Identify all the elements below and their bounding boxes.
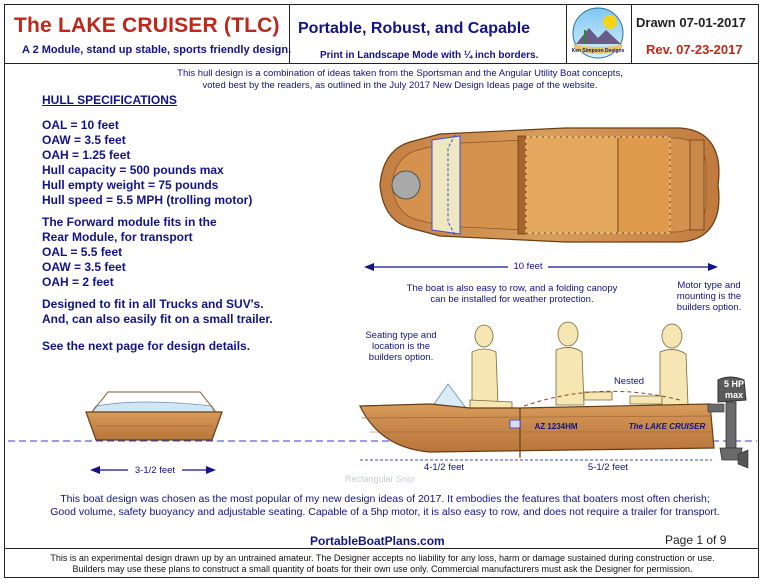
revision-date: Rev. 07-23-2017: [646, 42, 743, 57]
spec-item: OAW = 3.5 feet: [42, 133, 126, 147]
tagline: Portable, Robust, and Capable: [298, 20, 531, 37]
header-divider-logo: [566, 4, 567, 63]
page-title: The LAKE CRUISER (TLC): [14, 14, 280, 37]
spec-item: And, can also easily fit on a small trai…: [42, 312, 273, 326]
front-view-drawing: [85, 391, 223, 441]
spec-item: Hull capacity = 500 pounds max: [42, 163, 224, 177]
spec-item: Hull empty weight = 75 pounds: [42, 178, 219, 192]
spec-item: OAL = 10 feet: [42, 118, 119, 132]
print-note: Print in Landscape Mode with ¼ inch bord…: [320, 50, 539, 61]
drawn-date: Drawn 07-01-2017: [636, 15, 746, 30]
outboard-motor: [707, 376, 749, 469]
intro-text: This hull design is a combination of ide…: [177, 68, 623, 91]
spec-item: Hull speed = 5.5 MPH (trolling motor): [42, 193, 253, 207]
motor-note: Motor type and mounting is the builders …: [676, 280, 742, 313]
logo-text: Ken Simpson Designs: [572, 48, 625, 54]
width-dimension: [90, 466, 216, 474]
rear-length-label: 5-1/2 feet: [587, 462, 629, 473]
forward-module-specs: The Forward module fits in the Rear Modu…: [42, 215, 217, 290]
side-view-drawing: [359, 321, 749, 469]
seated-people: [469, 321, 689, 411]
spec-item: OAH = 2 feet: [42, 275, 114, 289]
length-dimension: [364, 263, 718, 271]
spec-item: Rear Module, for transport: [42, 230, 193, 244]
spec-item: The Forward module fits in the: [42, 215, 217, 229]
header-divider-left: [289, 4, 290, 63]
page-subtitle: A 2 Module, stand up stable, sports frie…: [22, 44, 292, 56]
spec-item: OAH = 1.25 feet: [42, 148, 131, 162]
header-divider: [4, 63, 759, 64]
canopy-note: The boat is also easy to row, and a fold…: [406, 283, 618, 305]
spec-item: OAL = 5.5 feet: [42, 245, 123, 259]
design-summary: This boat design was chosen as the most …: [50, 493, 720, 518]
top-view-drawing: [379, 127, 720, 243]
next-page-note: See the next page for design details.: [42, 339, 251, 353]
page-number: Page 1 of 9: [665, 533, 727, 547]
front-width-label: 3-1/2 feet: [134, 465, 176, 476]
forward-length-label: 4-1/2 feet: [423, 462, 465, 473]
specs-list: OAL = 10 feet OAW = 3.5 feet OAH = 1.25 …: [42, 118, 252, 208]
specs-heading: HULL SPECIFICATIONS: [42, 93, 177, 107]
seating-note: Seating type and location is the builder…: [365, 330, 437, 363]
footer-divider: [4, 548, 759, 549]
header-divider-right: [631, 4, 632, 63]
motor-label: 5 HP max: [723, 379, 744, 400]
spec-item: OAW = 3.5 feet: [42, 260, 126, 274]
spec-item: Designed to fit in all Trucks and SUV's.: [42, 297, 264, 311]
length-label: 10 feet: [508, 261, 548, 272]
snip-watermark: Rectangular Snip: [345, 474, 415, 484]
disclaimer: This is an experimental design drawn up …: [50, 553, 715, 574]
nested-label: Nested: [613, 376, 645, 387]
website-link[interactable]: PortableBoatPlans.com: [310, 534, 445, 548]
designer-logo: Ken Simpson Designs: [572, 7, 625, 59]
hull-name: The LAKE CRUISER: [628, 422, 706, 431]
page-border: [4, 4, 759, 578]
fit-notes: Designed to fit in all Trucks and SUV's.…: [42, 297, 273, 327]
registration-number: AZ 1234HM: [534, 422, 578, 431]
